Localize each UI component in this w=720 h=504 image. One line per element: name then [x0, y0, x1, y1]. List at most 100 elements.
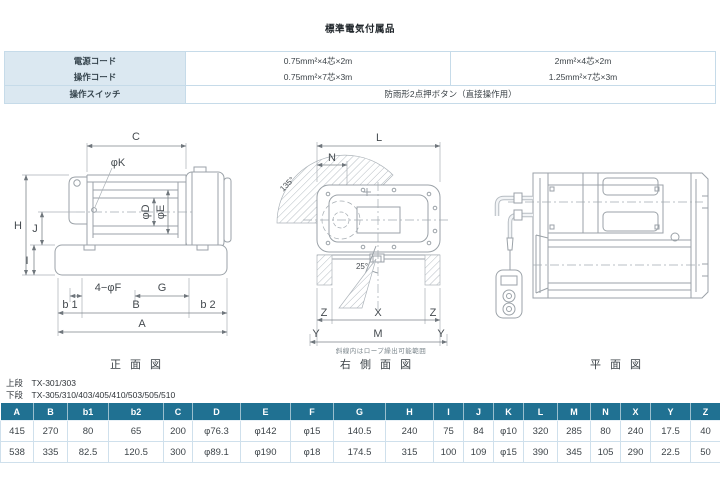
- dim-cell: 315: [385, 441, 434, 463]
- dim-header-K: K: [493, 403, 524, 421]
- front-view-drawing: C φK φD φE H J I 4−φF G b 1 B b 2 A: [14, 131, 248, 336]
- dim-header-b1: b1: [67, 403, 109, 421]
- rope-exit-hatch: [338, 258, 377, 309]
- dim-label-N: N: [328, 152, 336, 164]
- side-centerlines: [303, 182, 450, 310]
- front-dimension-lines: [23, 143, 227, 335]
- side-view-drawing: L N 135° 25° Z X Z Y M Y: [276, 132, 525, 363]
- dim-label-G: G: [158, 282, 167, 294]
- angle-label-25: 25°: [356, 262, 368, 271]
- side-leg-right: [424, 254, 441, 286]
- dim-cell: 300: [163, 441, 193, 463]
- cord-values-large: 2mm²×4芯×2m 1.25mm²×7芯×3m: [451, 52, 715, 85]
- dim-row-tx301: 415 270 80 65 200 φ76.3 φ142 φ15 140.5 2…: [0, 420, 720, 442]
- accessory-spec-table: 電源コード 操作コード 0.75mm²×4芯×2m 0.75mm²×7芯×3m …: [4, 51, 716, 104]
- dim-label-phiD: φD: [140, 204, 152, 219]
- plan-view-drawing: [494, 172, 709, 319]
- dim-header-F: F: [290, 403, 334, 421]
- cord-label-cell: 電源コード 操作コード: [5, 52, 186, 85]
- dim-label-X: X: [374, 307, 382, 319]
- control-cord-value-large: 1.25mm²×7芯×3m: [548, 71, 618, 82]
- front-body: [54, 166, 232, 276]
- dim-label-phiK: φK: [111, 157, 126, 169]
- dim-cell: φ89.1: [192, 441, 241, 463]
- dim-label-phiE: φE: [155, 205, 167, 219]
- dim-label-b2: b 2: [200, 299, 215, 311]
- dim-header-b2: b2: [108, 403, 164, 421]
- dim-cell: 140.5: [333, 420, 386, 442]
- dim-label-B: B: [132, 299, 139, 311]
- cord-values-small: 0.75mm²×4芯×2m 0.75mm²×7芯×3m: [186, 52, 451, 85]
- plan-view-caption: 平 面 図: [589, 359, 645, 371]
- dim-cell: 285: [557, 420, 591, 442]
- dim-label-L: L: [376, 132, 382, 144]
- side-dimension-lines: [310, 143, 447, 342]
- switch-value: 防雨形2点押ボタン（直接操作用）: [384, 89, 517, 99]
- dim-cell: φ15: [493, 441, 524, 463]
- dim-label-Y-left: Y: [312, 328, 320, 340]
- switch-label: 操作スイッチ: [5, 86, 186, 103]
- dim-cell: φ142: [240, 420, 291, 442]
- dim-cell: 120.5: [108, 441, 164, 463]
- dim-header-H: H: [385, 403, 434, 421]
- power-cord-value-large: 2mm²×4芯×2m: [554, 55, 612, 66]
- dim-cell: 538: [0, 441, 34, 463]
- legend-upper-row: 上段 TX-301/303: [6, 378, 76, 388]
- dim-header-L: L: [523, 403, 558, 421]
- dim-header-A: A: [0, 403, 34, 421]
- dim-cell: 240: [385, 420, 434, 442]
- dim-cell: 84: [463, 420, 494, 442]
- front-view-caption: 正 面 図: [109, 359, 165, 371]
- dim-header-I: I: [433, 403, 464, 421]
- dim-cell: 109: [463, 441, 494, 463]
- dim-label-A: A: [138, 318, 146, 330]
- control-cord-value-small: 0.75mm²×7芯×3m: [283, 71, 353, 82]
- dim-cell: 390: [523, 441, 558, 463]
- rope-range-note: 斜線内はロープ繰出可能範囲: [335, 348, 427, 355]
- dim-cell: 82.5: [67, 441, 109, 463]
- dim-cell: φ76.3: [192, 420, 241, 442]
- page-title: 標準電気付属品: [324, 24, 395, 35]
- pendant-switch: [495, 192, 523, 319]
- dim-label-Z-right: Z: [430, 307, 437, 319]
- plan-body: [532, 172, 709, 299]
- legend-lower-row: 下段 TX-305/310/403/405/410/503/505/510: [6, 390, 176, 400]
- dim-cell: φ10: [493, 420, 524, 442]
- dim-label-J: J: [32, 223, 38, 235]
- dim-cell: 270: [33, 420, 68, 442]
- dim-row-tx305: 538 335 82.5 120.5 300 φ89.1 φ190 φ18 17…: [0, 441, 720, 463]
- side-body: [316, 184, 441, 301]
- front-extension-lines: [22, 143, 228, 336]
- dim-header-Z: Z: [690, 403, 720, 421]
- dim-header-E: E: [240, 403, 291, 421]
- front-dimension-labels: C φK φD φE H J I 4−φF G b 1 B b 2 A: [14, 131, 216, 330]
- dim-cell: 200: [163, 420, 193, 442]
- dimension-table: A B b1 b2 C D E F G H I J K L M N X Y Z: [0, 403, 720, 463]
- dim-cell: 335: [33, 441, 68, 463]
- dim-header-N: N: [590, 403, 621, 421]
- dim-cell: 345: [557, 441, 591, 463]
- plan-centerlines: [508, 201, 703, 266]
- dim-header-D: D: [192, 403, 241, 421]
- power-cord-label: 電源コード: [73, 55, 117, 66]
- spec-row-cords: 電源コード 操作コード 0.75mm²×4芯×2m 0.75mm²×7芯×3m …: [5, 52, 715, 85]
- dim-cell: 320: [523, 420, 558, 442]
- dim-cell: 65: [108, 420, 164, 442]
- dim-cell: 40: [690, 420, 720, 442]
- dim-cell: 174.5: [333, 441, 386, 463]
- dim-label-I: I: [25, 255, 28, 267]
- dim-cell: 290: [620, 441, 651, 463]
- dim-header-J: J: [463, 403, 494, 421]
- dim-label-H: H: [14, 220, 22, 232]
- dim-label-M: M: [373, 328, 382, 340]
- dim-header-X: X: [620, 403, 651, 421]
- dim-label-b1: b 1: [62, 299, 77, 311]
- power-cord-value-small: 0.75mm²×4芯×2m: [283, 55, 353, 66]
- dim-header-C: C: [163, 403, 193, 421]
- dim-header-Y: Y: [650, 403, 691, 421]
- dim-label-Z-left: Z: [321, 307, 328, 319]
- dim-label-4phiF: 4−φF: [95, 282, 122, 294]
- dim-header-M: M: [557, 403, 591, 421]
- dim-cell: 17.5: [650, 420, 691, 442]
